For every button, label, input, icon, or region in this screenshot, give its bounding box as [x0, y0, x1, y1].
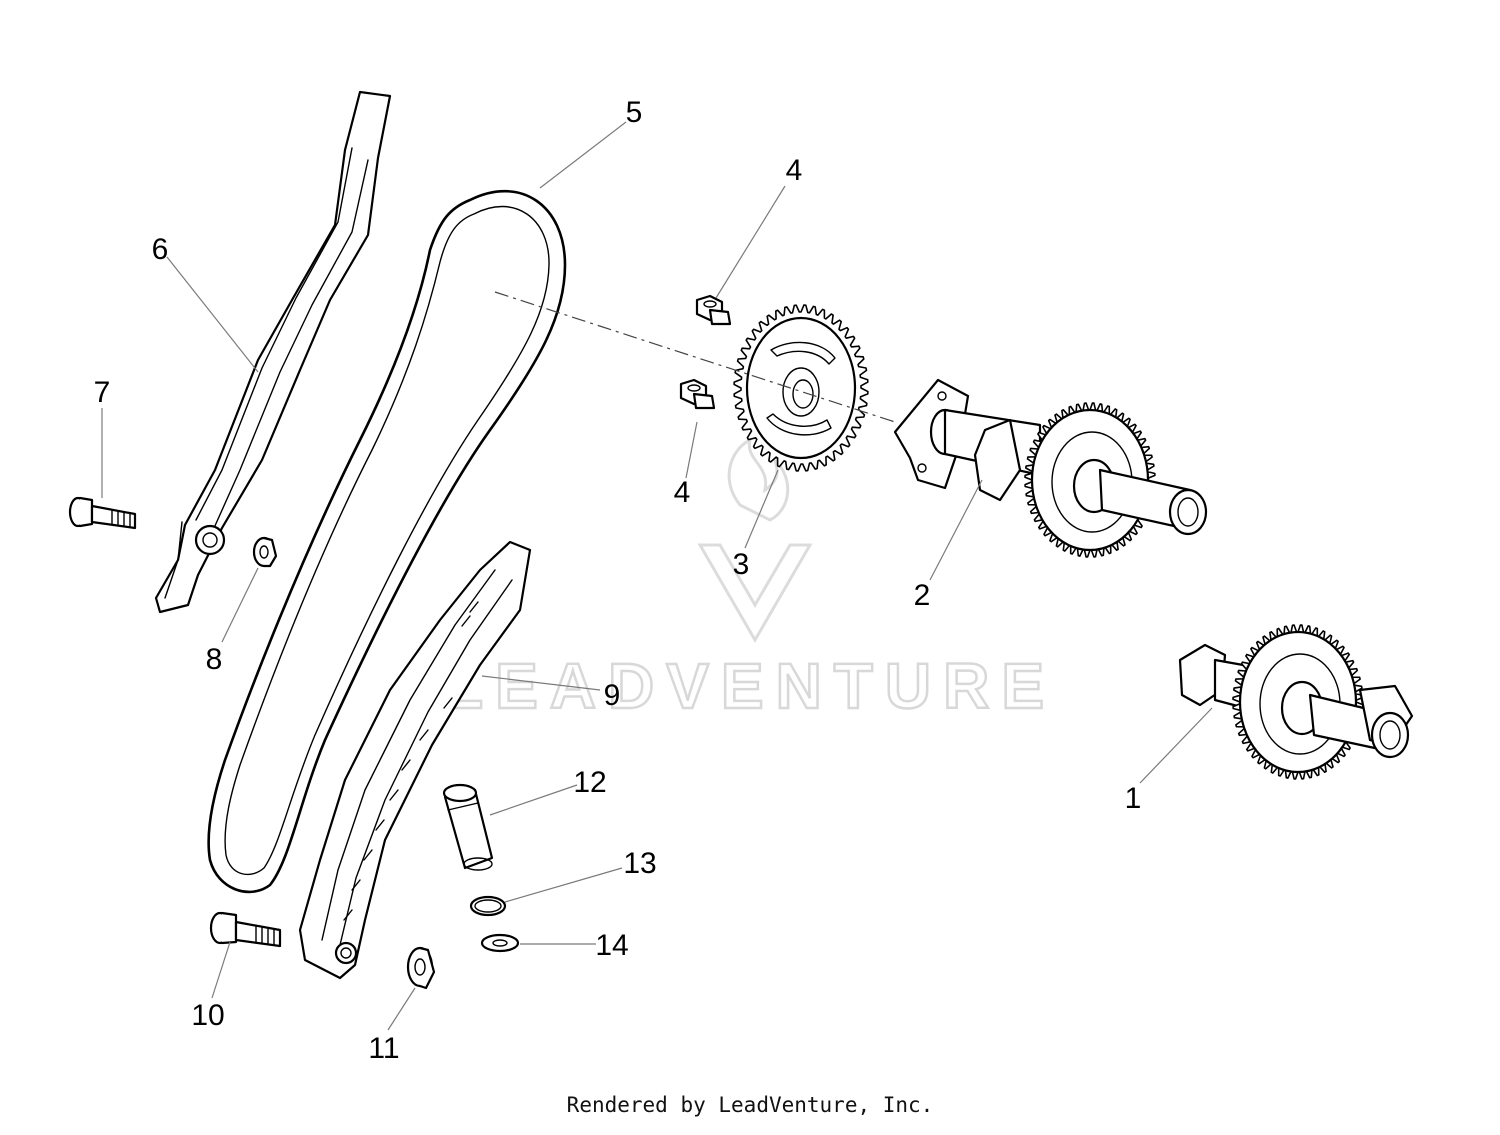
watermark-text: LEADVENTURE [444, 650, 1056, 722]
sprocket [733, 304, 869, 472]
callout-3: 3 [733, 548, 750, 581]
callout-7: 7 [94, 376, 111, 409]
callout-5: 5 [626, 96, 643, 129]
callout-10: 10 [191, 999, 224, 1032]
leader-1 [1139, 707, 1213, 784]
callout-12: 12 [573, 766, 606, 799]
callout-1: 1 [1125, 782, 1142, 815]
bolt-guide [68, 496, 137, 530]
leader-4b [685, 421, 698, 479]
leader-10 [211, 941, 231, 999]
timing-chain [207, 189, 567, 894]
leader-3 [744, 469, 779, 549]
callout-8: 8 [206, 643, 223, 676]
leader-8 [221, 567, 259, 643]
callout-11: 11 [368, 1032, 399, 1065]
callout-13: 13 [623, 847, 656, 880]
leader-lines [101, 121, 1213, 1031]
assembly-axis [494, 291, 896, 423]
watermark: LEADVENTURE [443, 437, 1056, 723]
leader-6 [166, 256, 259, 373]
washer-guide [406, 946, 436, 990]
leader-9 [481, 675, 601, 691]
leader-11 [387, 987, 416, 1031]
leader-4a [715, 185, 786, 299]
callout-2: 2 [914, 579, 931, 612]
leader-2 [929, 479, 983, 581]
nut-upper [695, 294, 732, 326]
camshaft-intake [1178, 624, 1414, 780]
o-ring [469, 895, 507, 917]
leader-12 [489, 784, 578, 816]
callout-9: 9 [604, 679, 621, 712]
callouts: 1 2 3 4 4 5 6 7 8 9 10 11 12 13 14 [94, 96, 1142, 1065]
camshaft-exhaust [893, 378, 1208, 558]
guide-ribs [343, 601, 479, 921]
chain-guide-fixed [154, 90, 392, 614]
washer-plunger [480, 933, 520, 953]
bolt-tensioner-guide [209, 911, 282, 948]
callout-4-upper: 4 [786, 154, 803, 187]
chain-guide-tensioner [298, 540, 532, 980]
callout-14: 14 [595, 929, 628, 962]
leader-13 [504, 867, 623, 903]
watermark-logo [697, 437, 813, 643]
nut-lower [679, 378, 716, 410]
render-credit: Rendered by LeadVenture, Inc. [566, 1093, 934, 1117]
callout-6: 6 [152, 233, 169, 266]
leader-5 [539, 121, 627, 189]
tensioner-plunger [442, 783, 494, 871]
callout-4-lower: 4 [674, 476, 691, 509]
spacer-guide [252, 536, 278, 568]
